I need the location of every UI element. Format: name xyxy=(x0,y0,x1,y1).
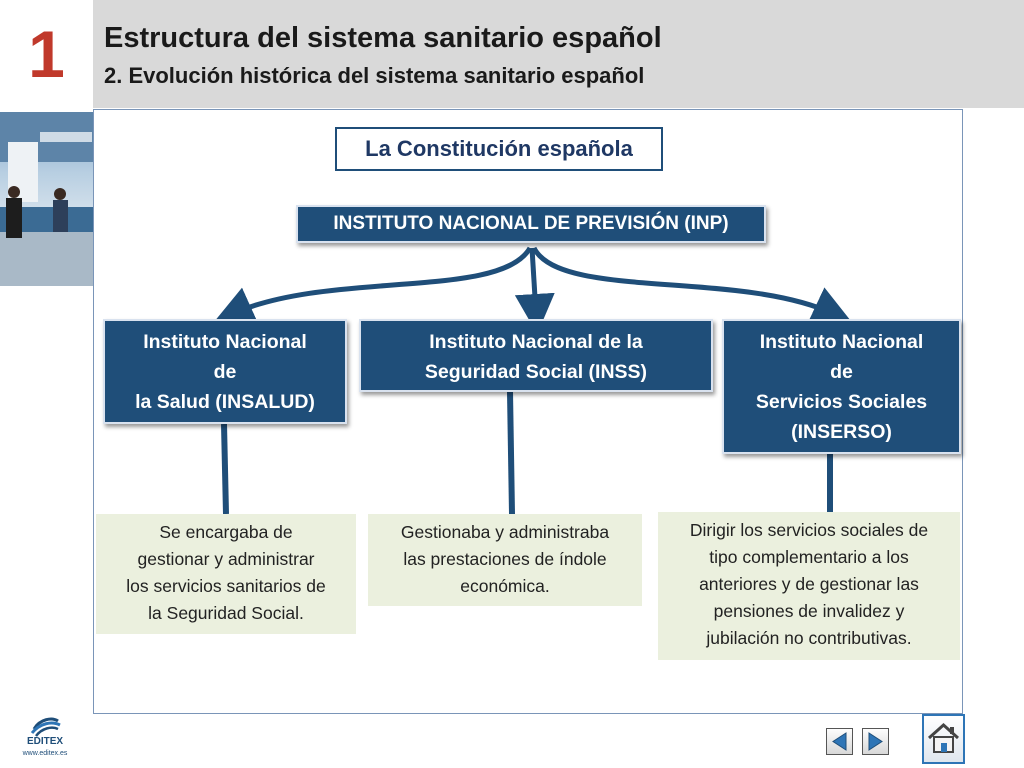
insalud-desc-line-4: la Seguridad Social. xyxy=(148,603,304,623)
inserso-description: Dirigir los servicios sociales de tipo c… xyxy=(658,512,960,660)
inss-desc-line-1: Gestionaba y administraba xyxy=(400,522,610,542)
editex-logo-text: EDITEX xyxy=(26,736,64,747)
next-slide-button[interactable] xyxy=(862,728,889,755)
previous-slide-button[interactable] xyxy=(826,728,853,755)
inserso-line-2: de xyxy=(830,361,853,383)
chapter-number: 1 xyxy=(28,17,65,91)
insalud-line-1: Instituto Nacional xyxy=(143,331,307,353)
inserso-desc-line-5: jubilación no contributivas. xyxy=(706,628,912,648)
inserso-desc-line-4: pensiones de invalidez y xyxy=(713,601,905,621)
triangle-left-icon xyxy=(832,732,847,751)
inss-desc-line-2: las prestaciones de índole xyxy=(403,549,607,569)
inss-line-1: Instituto Nacional de la xyxy=(429,331,643,353)
page-subtitle: 2. Evolución histórica del sistema sanit… xyxy=(104,63,645,88)
insalud-desc-line-2: gestionar y administrar xyxy=(137,549,315,569)
insalud-line-3: la Salud (INSALUD) xyxy=(135,391,315,413)
insalud-box: Instituto Nacional de la Salud (INSALUD) xyxy=(103,319,347,424)
editex-logo xyxy=(14,713,76,761)
inserso-line-1: Instituto Nacional xyxy=(759,331,924,353)
inss-desc-line-3: económica. xyxy=(460,576,550,596)
inserso-box: Instituto Nacional de Servicios Sociales… xyxy=(722,319,961,454)
chapter-badge: 1 xyxy=(0,0,93,108)
editex-logo-url: www.editex.es xyxy=(22,750,68,757)
insalud-description: Se encargaba de gestionar y administrar … xyxy=(96,514,356,634)
inss-box: Instituto Nacional de la Seguridad Socia… xyxy=(359,319,713,392)
inss-description: Gestionaba y administraba las prestacion… xyxy=(368,514,642,606)
page-title: Estructura del sistema sanitario español xyxy=(104,22,662,54)
inserso-desc-line-2: tipo complementario a los xyxy=(709,547,909,567)
triangle-right-icon xyxy=(868,732,883,751)
reception-photo xyxy=(0,112,93,286)
inp-box: INSTITUTO NACIONAL DE PREVISIÓN (INP) xyxy=(296,205,766,243)
home-button[interactable] xyxy=(922,714,965,764)
insalud-desc-line-3: los servicios sanitarios de xyxy=(126,576,326,596)
inserso-line-4: (INSERSO) xyxy=(791,421,892,443)
constitucion-box: La Constitución española xyxy=(335,127,663,171)
inserso-desc-line-1: Dirigir los servicios sociales de xyxy=(689,520,929,540)
insalud-desc-line-1: Se encargaba de xyxy=(159,522,293,542)
inserso-line-3: Servicios Sociales xyxy=(755,391,928,413)
editex-logo-icon xyxy=(30,717,61,737)
inss-line-2: Seguridad Social (INSS) xyxy=(424,361,648,383)
house-icon xyxy=(927,722,960,753)
inserso-desc-line-3: anteriores y de gestionar las xyxy=(699,574,919,594)
insalud-line-2: de xyxy=(213,361,237,383)
header-bar xyxy=(0,0,1024,108)
